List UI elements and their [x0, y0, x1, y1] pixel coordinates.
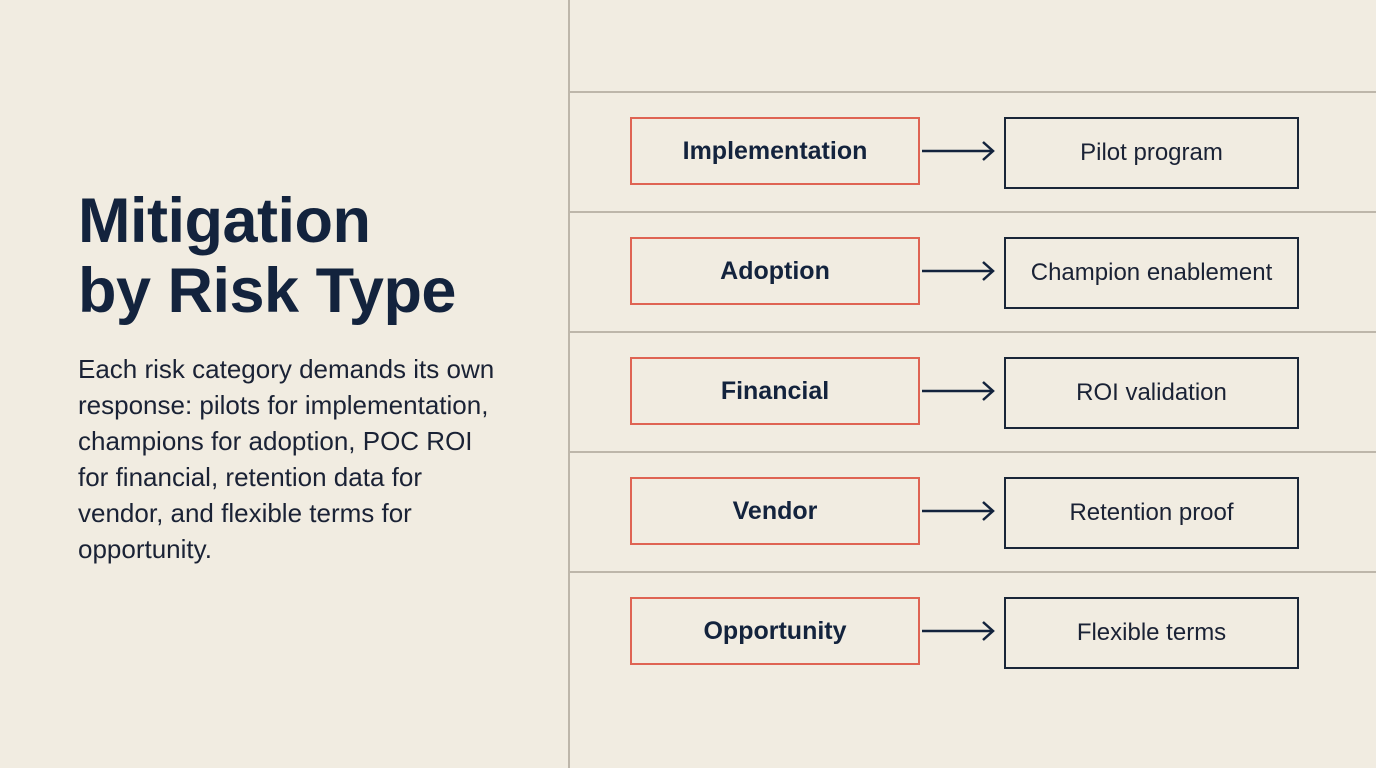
mitigation-box: Pilot program [1004, 117, 1299, 189]
row-divider [570, 91, 1376, 93]
risk-row-implementation: Implementation Pilot program [570, 93, 1376, 213]
risk-box: Opportunity [630, 597, 920, 665]
right-arrow-icon [922, 381, 995, 401]
risk-box: Implementation [630, 117, 920, 185]
risk-row-opportunity: Opportunity Flexible terms [570, 573, 1376, 693]
row-divider [570, 571, 1376, 573]
left-panel: Mitigation by Risk Type Each risk catego… [0, 0, 569, 768]
risk-row-vendor: Vendor Retention proof [570, 453, 1376, 573]
row-divider [570, 331, 1376, 333]
right-arrow-icon [922, 501, 995, 521]
risk-box: Adoption [630, 237, 920, 305]
vertical-divider [568, 0, 570, 768]
row-divider [570, 211, 1376, 213]
risk-row-financial: Financial ROI validation [570, 333, 1376, 453]
mitigation-box: ROI validation [1004, 357, 1299, 429]
right-arrow-icon [922, 141, 995, 161]
right-arrow-icon [922, 621, 995, 641]
row-divider [570, 451, 1376, 453]
risk-row-adoption: Adoption Champion enablement [570, 213, 1376, 333]
mitigation-box: Retention proof [1004, 477, 1299, 549]
risk-box: Vendor [630, 477, 920, 545]
slide-title: Mitigation by Risk Type [78, 186, 456, 326]
mitigation-box: Champion enablement [1004, 237, 1299, 309]
right-arrow-icon [922, 261, 995, 281]
mitigation-box: Flexible terms [1004, 597, 1299, 669]
slide-description: Each risk category demands its own respo… [78, 354, 495, 564]
risk-box: Financial [630, 357, 920, 425]
